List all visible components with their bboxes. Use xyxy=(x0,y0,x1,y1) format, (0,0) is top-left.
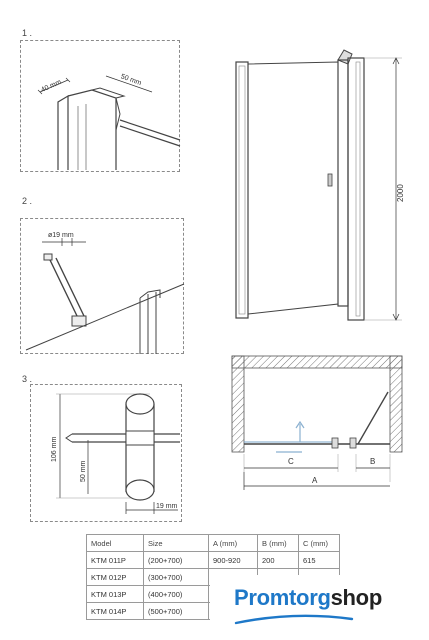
table-cell: KTM 014P xyxy=(86,602,144,620)
step-3-dim-height: 106 mm xyxy=(51,437,58,462)
table-cell: (400+700) xyxy=(143,585,209,603)
logo-swoosh-icon xyxy=(234,614,354,625)
step-3-label: 3 . xyxy=(22,374,33,384)
table-header: A (mm) xyxy=(208,534,258,552)
step-2-label: 2 . xyxy=(22,196,33,206)
step-1-label: 1 . xyxy=(22,28,33,38)
table-cell: (300+700) xyxy=(143,568,209,586)
promtorgshop-logo: Promtorgshop xyxy=(210,575,429,635)
table-cell: (500+700) xyxy=(143,602,209,620)
step-3-dim-width: 19 mm xyxy=(156,503,178,510)
table-row: KTM 011P (200+700) 900-920 200 615 xyxy=(86,551,340,569)
logo-brand-text: Promtorg xyxy=(234,585,331,610)
logo-suffix-text: shop xyxy=(330,585,383,610)
table-cell: 615 xyxy=(298,551,340,569)
step-3-detail-drawing: 106 mm 50 mm 19 mm xyxy=(51,393,180,514)
front-elevation-drawing: 2000 xyxy=(235,49,405,321)
step-1-dim-a: 40 mm xyxy=(40,79,63,94)
logo-wordmark: Promtorgshop xyxy=(234,585,382,611)
table-cell: (200+700) xyxy=(143,551,209,569)
step-3-detail-box xyxy=(30,384,182,522)
step-2-detail-box xyxy=(20,218,184,354)
step-2-dim-diameter: ø19 mm xyxy=(48,232,74,239)
table-cell: KTM 012P xyxy=(86,568,144,586)
elevation-height-label: 2000 xyxy=(396,184,405,202)
table-header: Size xyxy=(143,534,209,552)
table-cell: KTM 013P xyxy=(86,585,144,603)
table-cell: 200 xyxy=(257,551,299,569)
step-2-detail-drawing: ø19 mm xyxy=(25,232,185,354)
table-header: B (mm) xyxy=(257,534,299,552)
plan-label-b: B xyxy=(370,457,375,466)
plan-label-c: C xyxy=(288,457,294,466)
table-header: C (mm) xyxy=(298,534,340,552)
plan-label-a: A xyxy=(312,476,318,485)
table-header-row: Model Size A (mm) B (mm) C (mm) xyxy=(86,534,340,552)
table-cell: 900-920 xyxy=(208,551,258,569)
plan-view-drawing: C B A xyxy=(231,355,403,490)
table-cell: KTM 011P xyxy=(86,551,144,569)
step-3-dim-inner: 50 mm xyxy=(80,460,87,482)
step-1-detail-drawing: 40 mm 50 mm xyxy=(37,73,181,170)
table-header: Model xyxy=(86,534,144,552)
step-1-dim-b: 50 mm xyxy=(120,73,143,87)
step-1-detail-box xyxy=(20,40,180,172)
